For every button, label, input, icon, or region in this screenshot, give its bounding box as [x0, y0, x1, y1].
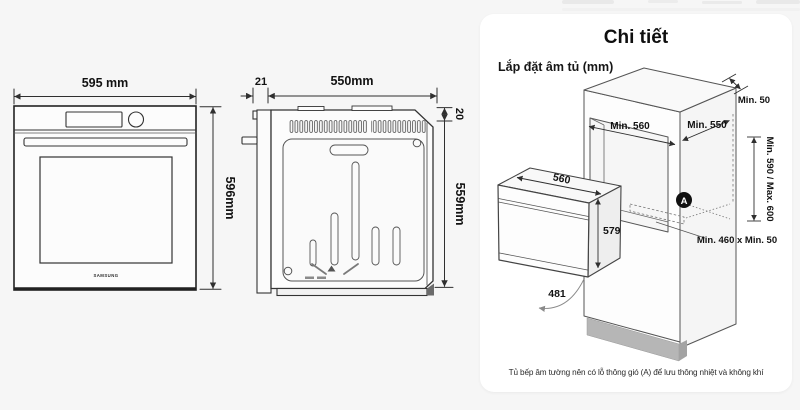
front-view-drawing: 595 mm SAMSUNG 596mm: [13, 76, 237, 291]
detail-subtitle: Lắp đặt âm tủ (mm): [498, 60, 614, 74]
side-depth-dimension: 550mm: [330, 74, 373, 88]
door-handle: [23, 137, 188, 147]
control-display: [65, 111, 123, 128]
oven-front-outline: [13, 105, 197, 291]
door-window: [39, 156, 173, 264]
cropped-content-remnant: [702, 1, 742, 4]
vent-marker: [676, 192, 692, 208]
detail-title: Chi tiết: [603, 27, 669, 48]
top-offset-dimension: 20: [453, 108, 465, 120]
oven-height-dimension: 579: [603, 225, 621, 237]
niche-height-dimension: Min. 590 / Max. 600: [764, 136, 775, 221]
control-knob: [127, 111, 145, 128]
ventilation-note: Tủ bếp âm tường nên có lỗ thông gió (A) …: [508, 368, 764, 377]
door-open-dimension: 481: [548, 288, 566, 300]
installation-drawing: Min. 560 Min. 550 Min. 50 Min. 590 / Max…: [497, 67, 777, 362]
oven-width-dimension: 560: [552, 171, 572, 186]
front-height-dimension: 596mm: [223, 176, 237, 219]
niche-depth-dimension: Min. 550: [687, 120, 727, 131]
side-height-dimension: 559mm: [453, 182, 467, 225]
side-view-drawing: 21 550mm: [240, 74, 467, 297]
brand-logo: SAMSUNG: [93, 273, 118, 278]
cabinet-drawing: [583, 67, 737, 362]
door-swing-arc: [538, 278, 585, 312]
niche-width-dimension: Min. 560: [610, 121, 650, 132]
front-width-dimension: 595 mm: [82, 76, 129, 90]
cropped-content-remnant: [562, 0, 614, 4]
top-gap-dimension: Min. 50: [738, 95, 770, 106]
cropped-content-remnant: [562, 8, 800, 11]
detail-card: Chi tiết Lắp đặt âm tủ (mm): [480, 14, 792, 392]
cropped-content-remnant: [648, 0, 678, 3]
vent-size-dimension: Min. 460 x Min. 50: [697, 235, 777, 246]
vent-marker-letter: A: [681, 196, 688, 207]
cropped-content-remnant: [756, 0, 800, 4]
installation-dimensions: Min. 560 Min. 550 Min. 50 Min. 590 / Max…: [516, 73, 777, 300]
door-thickness-dimension: 21: [255, 76, 267, 88]
